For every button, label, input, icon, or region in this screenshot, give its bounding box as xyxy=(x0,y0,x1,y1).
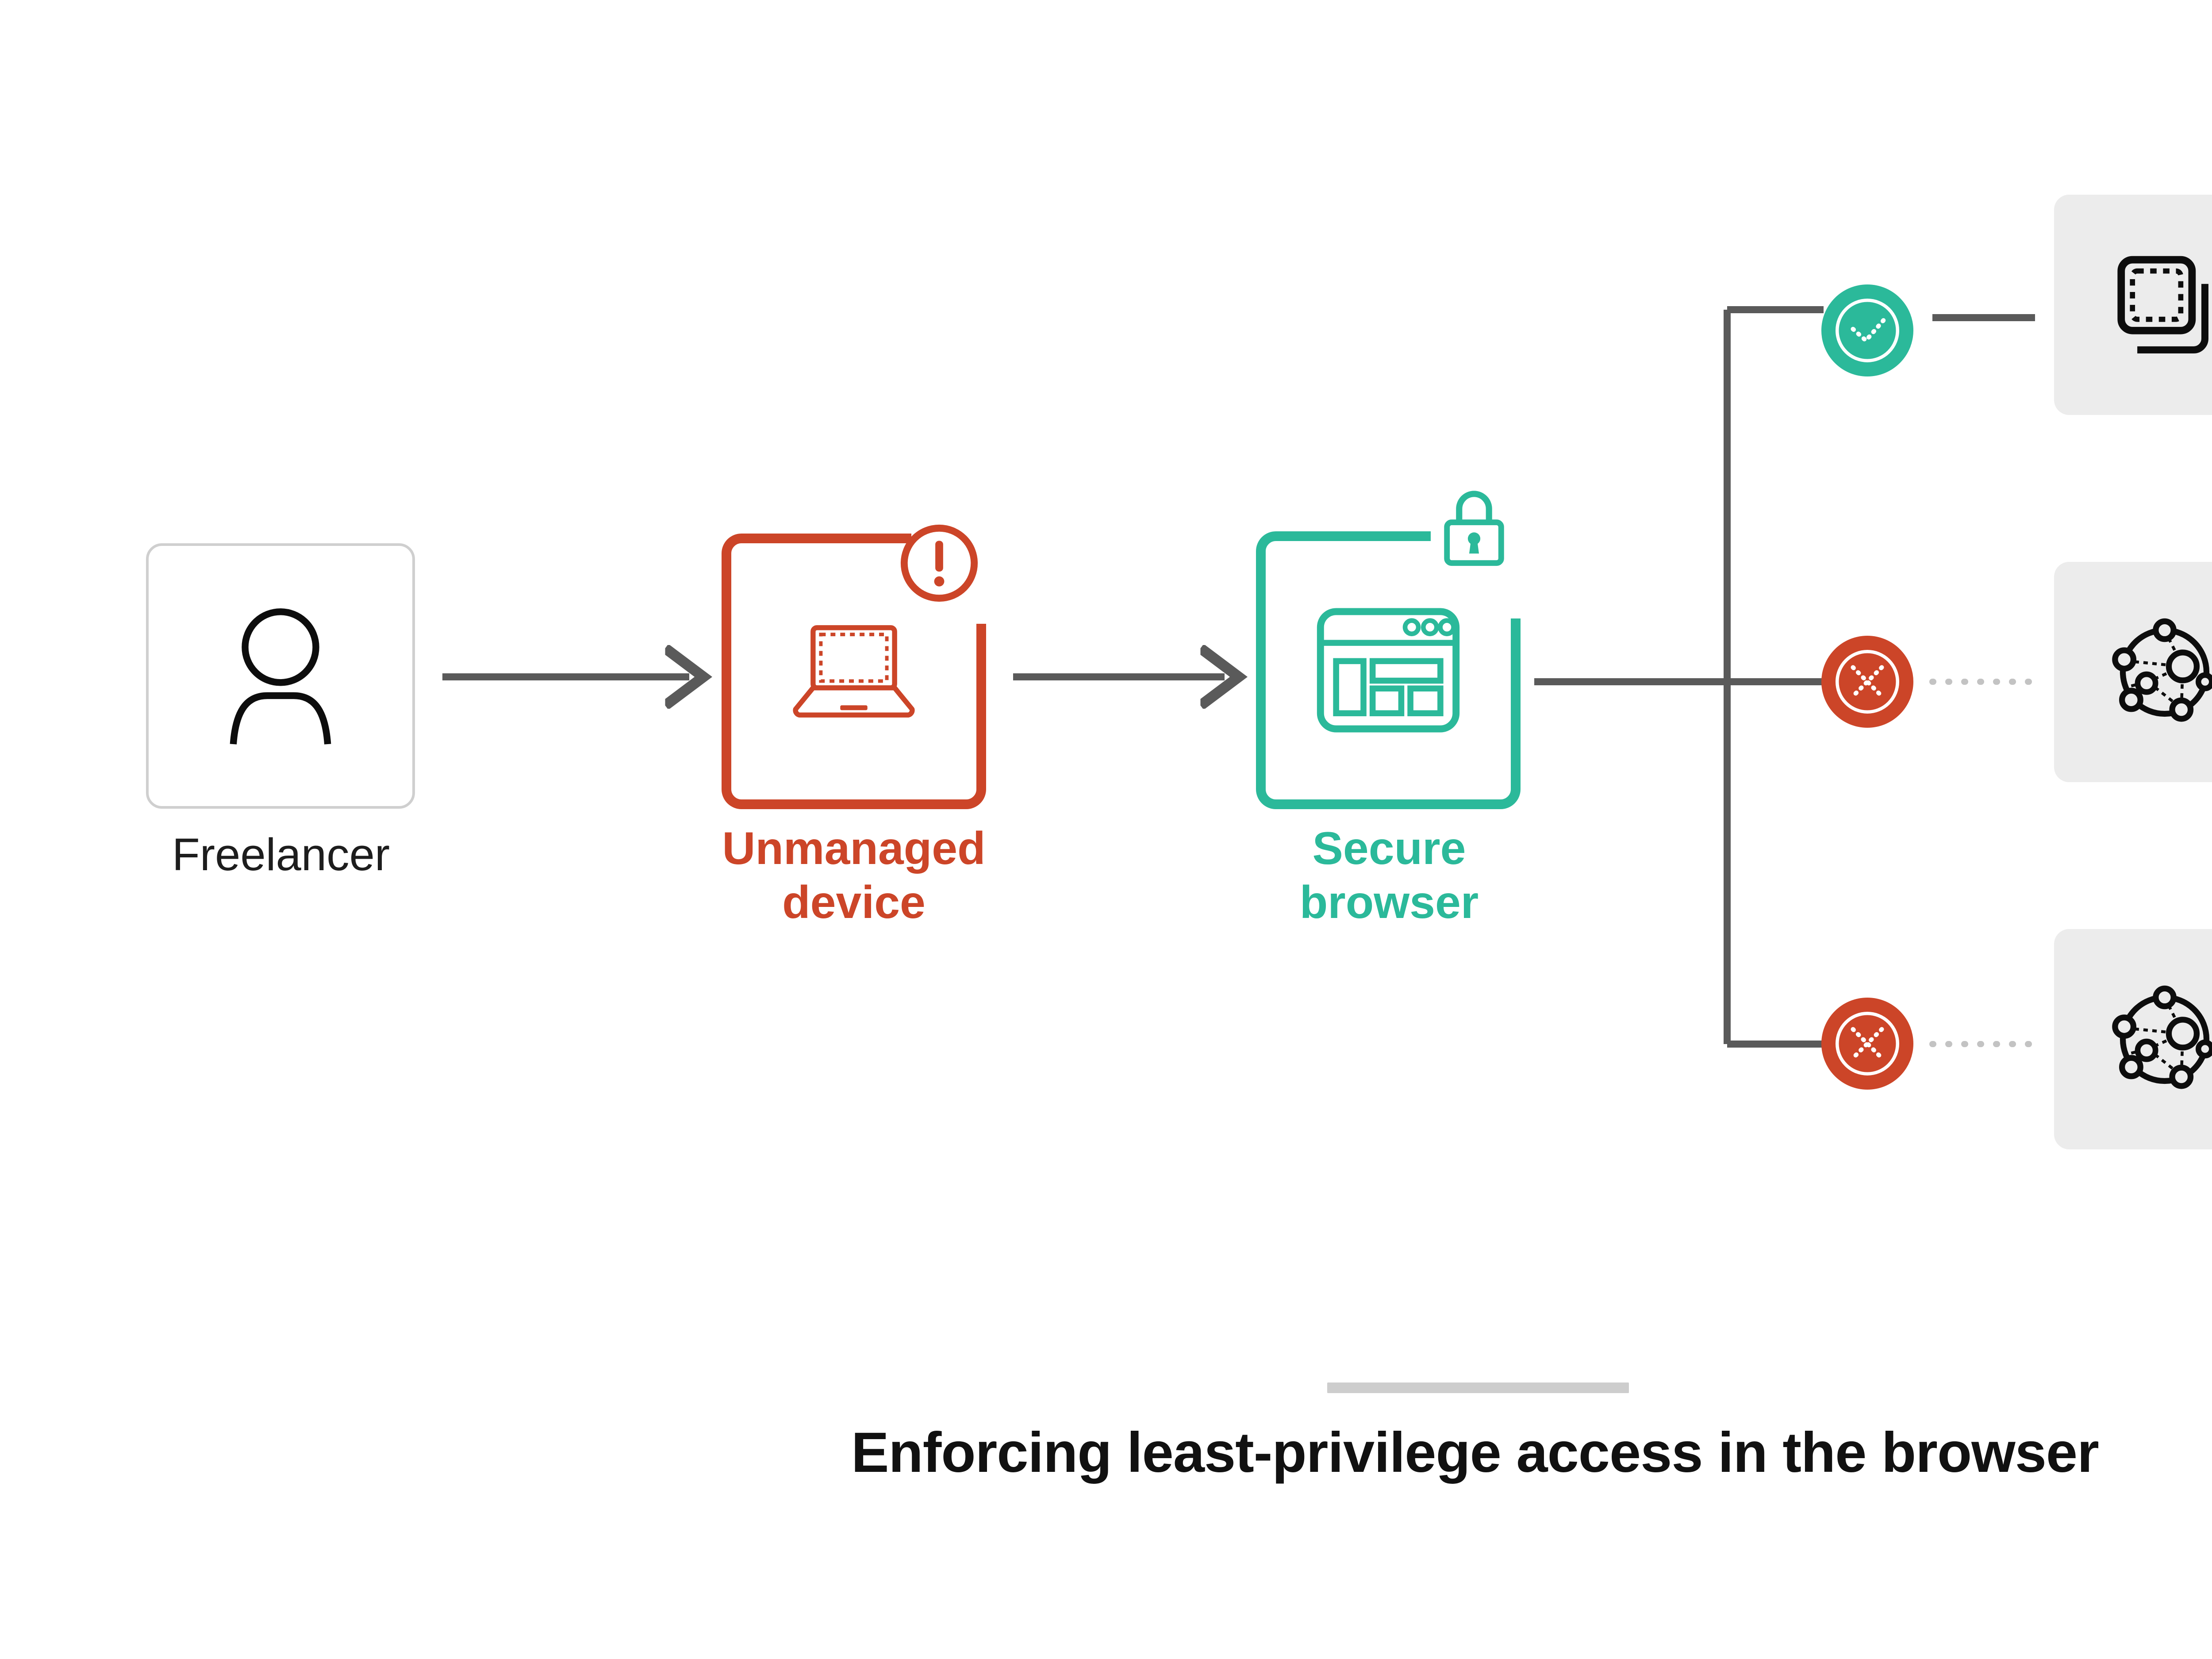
person-icon xyxy=(230,608,331,745)
diagram-title: Enforcing least-privilege access in the … xyxy=(851,1421,2099,1484)
network-globe-icon xyxy=(2112,618,2212,722)
destination-draftkings xyxy=(2054,562,2212,782)
node-secure-browser-label: Secure browser xyxy=(1299,823,1479,928)
footer-divider xyxy=(1327,1382,1629,1393)
stacked-windows-icon xyxy=(2117,256,2208,353)
browser-window-icon xyxy=(1317,608,1460,733)
policy-bracket xyxy=(1534,306,1824,1048)
node-secure-browser xyxy=(1256,531,1521,810)
warning-icon xyxy=(897,521,981,605)
node-unmanaged-device-label: Unmanaged device xyxy=(722,823,986,928)
node-freelancer-label: Freelancer xyxy=(172,829,390,880)
device-box-border xyxy=(722,534,986,809)
laptop-icon xyxy=(793,625,915,718)
node-unmanaged-device xyxy=(721,533,987,810)
node-freelancer xyxy=(146,543,415,809)
network-globe-icon xyxy=(2112,985,2212,1089)
x-circle-icon xyxy=(1821,636,1913,728)
lock-icon xyxy=(1439,486,1509,570)
check-circle-icon xyxy=(1821,284,1913,376)
destination-espn xyxy=(2054,929,2212,1149)
x-circle-icon xyxy=(1821,998,1913,1090)
browser-box-border xyxy=(1256,531,1521,809)
destination-internal-apps xyxy=(2054,195,2212,415)
